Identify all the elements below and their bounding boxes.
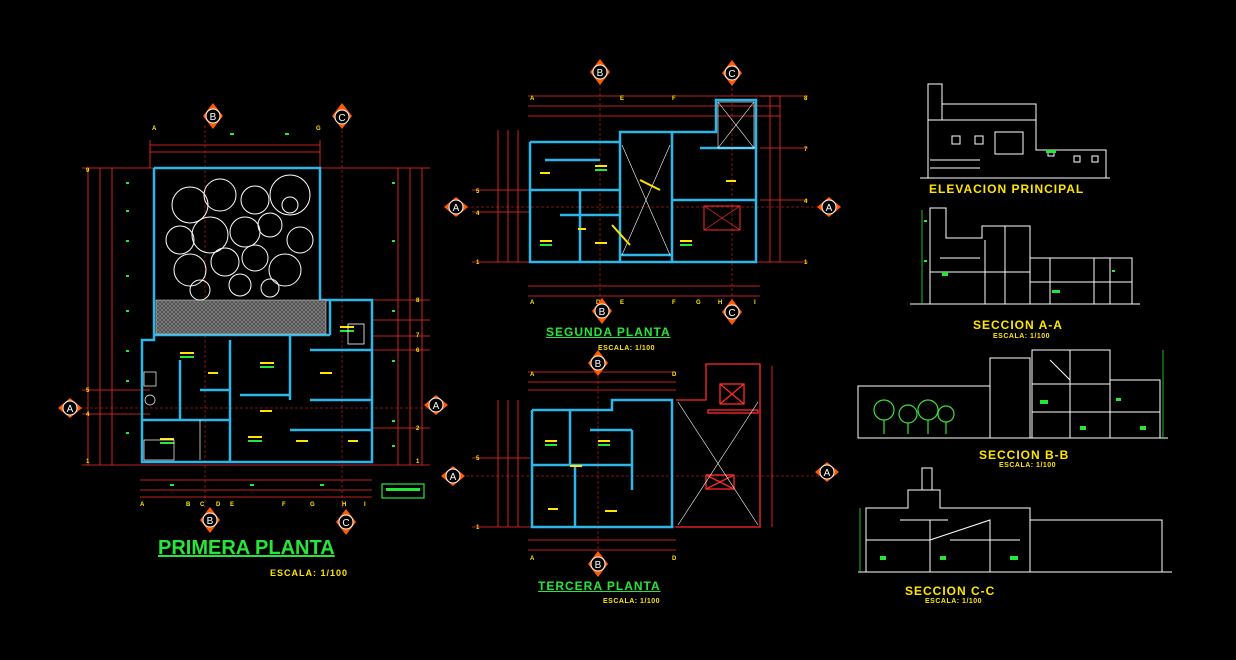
svg-text:A: A [140,502,145,508]
section-marker-c-bottom-2: C [722,299,742,325]
elevacion-principal-title: ELEVACION PRINCIPAL [929,182,1085,196]
svg-text:F: F [672,300,676,306]
tercera-planta-title: TERCERA PLANTA [538,579,661,593]
section-marker-c-bottom: C [336,509,356,535]
section-marker-a-right-3: A [815,462,839,482]
primera-planta-title: PRIMERA PLANTA [158,537,335,559]
svg-text:H: H [342,502,346,508]
svg-text:A: A [826,203,833,214]
svg-text:7: 7 [804,147,808,153]
svg-text:4: 4 [476,211,480,217]
svg-text:A: A [152,126,157,132]
svg-text:5: 5 [476,456,480,462]
svg-text:C: C [342,518,349,529]
svg-text:B: B [207,516,214,527]
svg-text:7: 7 [416,333,420,339]
svg-text:4: 4 [86,412,90,418]
svg-text:B: B [186,502,191,508]
svg-text:E: E [620,300,624,306]
svg-text:A: A [530,300,535,306]
svg-text:C: C [200,502,205,508]
garden-trees [165,174,314,301]
svg-text:4: 4 [804,199,808,205]
svg-text:1: 1 [416,459,420,465]
svg-text:G: G [696,300,701,306]
segunda-planta-title: SEGUNDA PLANTA [546,325,671,339]
svg-text:8: 8 [416,298,420,304]
svg-text:B: B [210,112,217,123]
tercera-planta-plan: A D A D 5 1 B A A B [441,350,839,577]
seccion-b-b-scale: ESCALA: 1/100 [999,462,1057,469]
section-marker-b-bottom-2: B [592,298,612,324]
primera-planta-scale: ESCALA: 1/100 [270,568,349,578]
section-marker-a-right: A [424,395,448,415]
svg-text:A: A [433,401,440,412]
svg-text:I: I [754,300,756,306]
seccion-b-b-title: SECCION B-B [979,448,1070,462]
svg-text:G: G [316,126,321,132]
svg-text:2: 2 [416,426,420,432]
svg-text:5: 5 [86,388,90,394]
seccion-a-a [910,207,1140,305]
svg-text:G: G [310,502,315,508]
tercera-planta-scale: ESCALA: 1/100 [603,598,661,605]
svg-text:F: F [282,502,286,508]
svg-text:1: 1 [476,260,480,266]
svg-text:I: I [364,502,366,508]
svg-text:5: 5 [476,189,480,195]
svg-text:A: A [453,203,460,214]
svg-text:E: E [230,502,234,508]
svg-text:B: B [595,560,602,571]
section-marker-b-bottom-3: B [588,551,608,577]
svg-text:C: C [728,308,735,319]
section-marker-a-left: A [58,398,82,418]
svg-text:B: B [595,359,602,370]
svg-text:A: A [530,556,535,562]
svg-text:B: B [599,307,606,318]
svg-text:6: 6 [416,348,420,354]
seccion-c-c [858,467,1172,573]
section-marker-b-top-2: B [590,59,610,85]
svg-text:D: D [216,502,221,508]
svg-text:A: A [824,468,831,479]
segunda-planta-plan: AEF ADE FGH I 874 154 1 B C A A [444,59,841,325]
svg-text:A: A [67,404,74,415]
svg-text:C: C [338,113,345,124]
svg-text:H: H [718,300,722,306]
elevacion-principal [920,83,1110,179]
svg-text:A: A [530,96,535,102]
section-marker-b-bottom: B [200,507,220,533]
svg-text:A: A [530,372,535,378]
section-marker-c-top: C [332,103,352,129]
svg-text:A: A [450,472,457,483]
segunda-planta-scale: ESCALA: 1/100 [598,345,656,352]
svg-text:1: 1 [804,260,808,266]
svg-text:D: D [672,556,677,562]
seccion-a-a-scale: ESCALA: 1/100 [993,333,1051,340]
seccion-c-c-title: SECCION C-C [905,584,996,598]
svg-text:9: 9 [86,168,90,174]
svg-text:C: C [728,69,735,80]
svg-text:B: B [597,68,604,79]
seccion-b-b [857,349,1168,439]
section-marker-a-left-2: A [444,197,468,217]
seccion-a-a-title: SECCION A-A [973,318,1063,332]
section-marker-a-left-3: A [441,466,465,486]
section-marker-b-top-3: B [588,350,608,376]
trees-b-b [873,399,955,434]
primera-planta-plan: A G A B C D E F G H I 9 5 4 1 8 7 6 2 1 B C A A [58,103,448,535]
svg-text:E: E [620,96,624,102]
section-marker-c-top-2: C [722,60,742,86]
section-marker-a-right-2: A [817,197,841,217]
section-marker-b-top: B [203,103,223,129]
svg-text:1: 1 [86,459,90,465]
seccion-c-c-scale: ESCALA: 1/100 [925,598,983,605]
svg-text:1: 1 [476,525,480,531]
svg-text:D: D [672,372,677,378]
svg-text:8: 8 [804,96,808,102]
svg-text:F: F [672,96,676,102]
